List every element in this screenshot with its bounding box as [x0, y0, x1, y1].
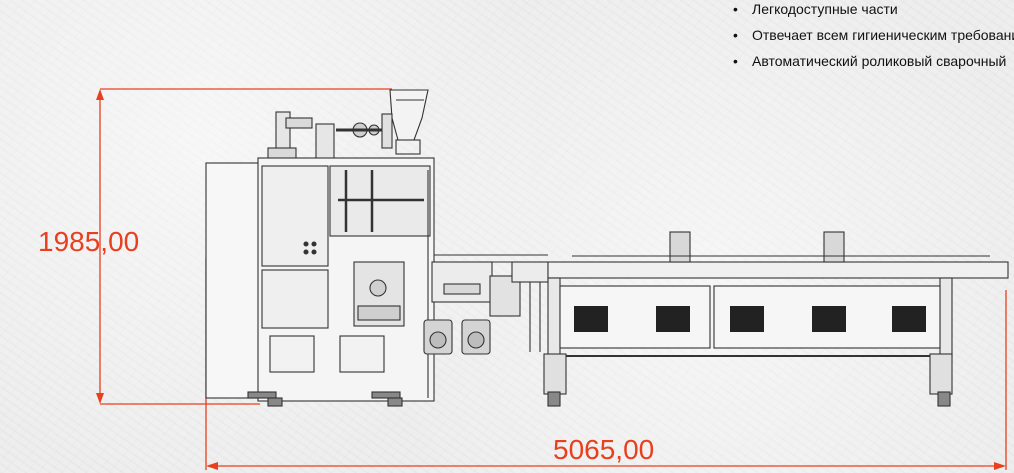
cabinet-feet	[247, 391, 403, 407]
height-dimension-label: 1985,00	[38, 226, 140, 257]
output-conveyor	[543, 231, 1009, 407]
width-dimension-label: 5065,00	[553, 434, 655, 465]
motors	[423, 275, 521, 355]
main-cabinet	[205, 157, 493, 402]
feature-item: Автоматический роликовый сварочный	[732, 48, 1014, 74]
dosing-unit	[267, 111, 421, 165]
conveyor-windows	[574, 306, 926, 332]
height-dimension	[96, 88, 392, 405]
feature-item: Отвечает всем гигиеническим требованиям	[732, 22, 1014, 48]
feature-list: Легкодоступные части Отвечает всем гигие…	[732, 0, 1014, 74]
hopper	[389, 89, 429, 141]
transfer-conveyor	[434, 254, 549, 352]
feature-item: Легкодоступные части	[732, 0, 1014, 22]
